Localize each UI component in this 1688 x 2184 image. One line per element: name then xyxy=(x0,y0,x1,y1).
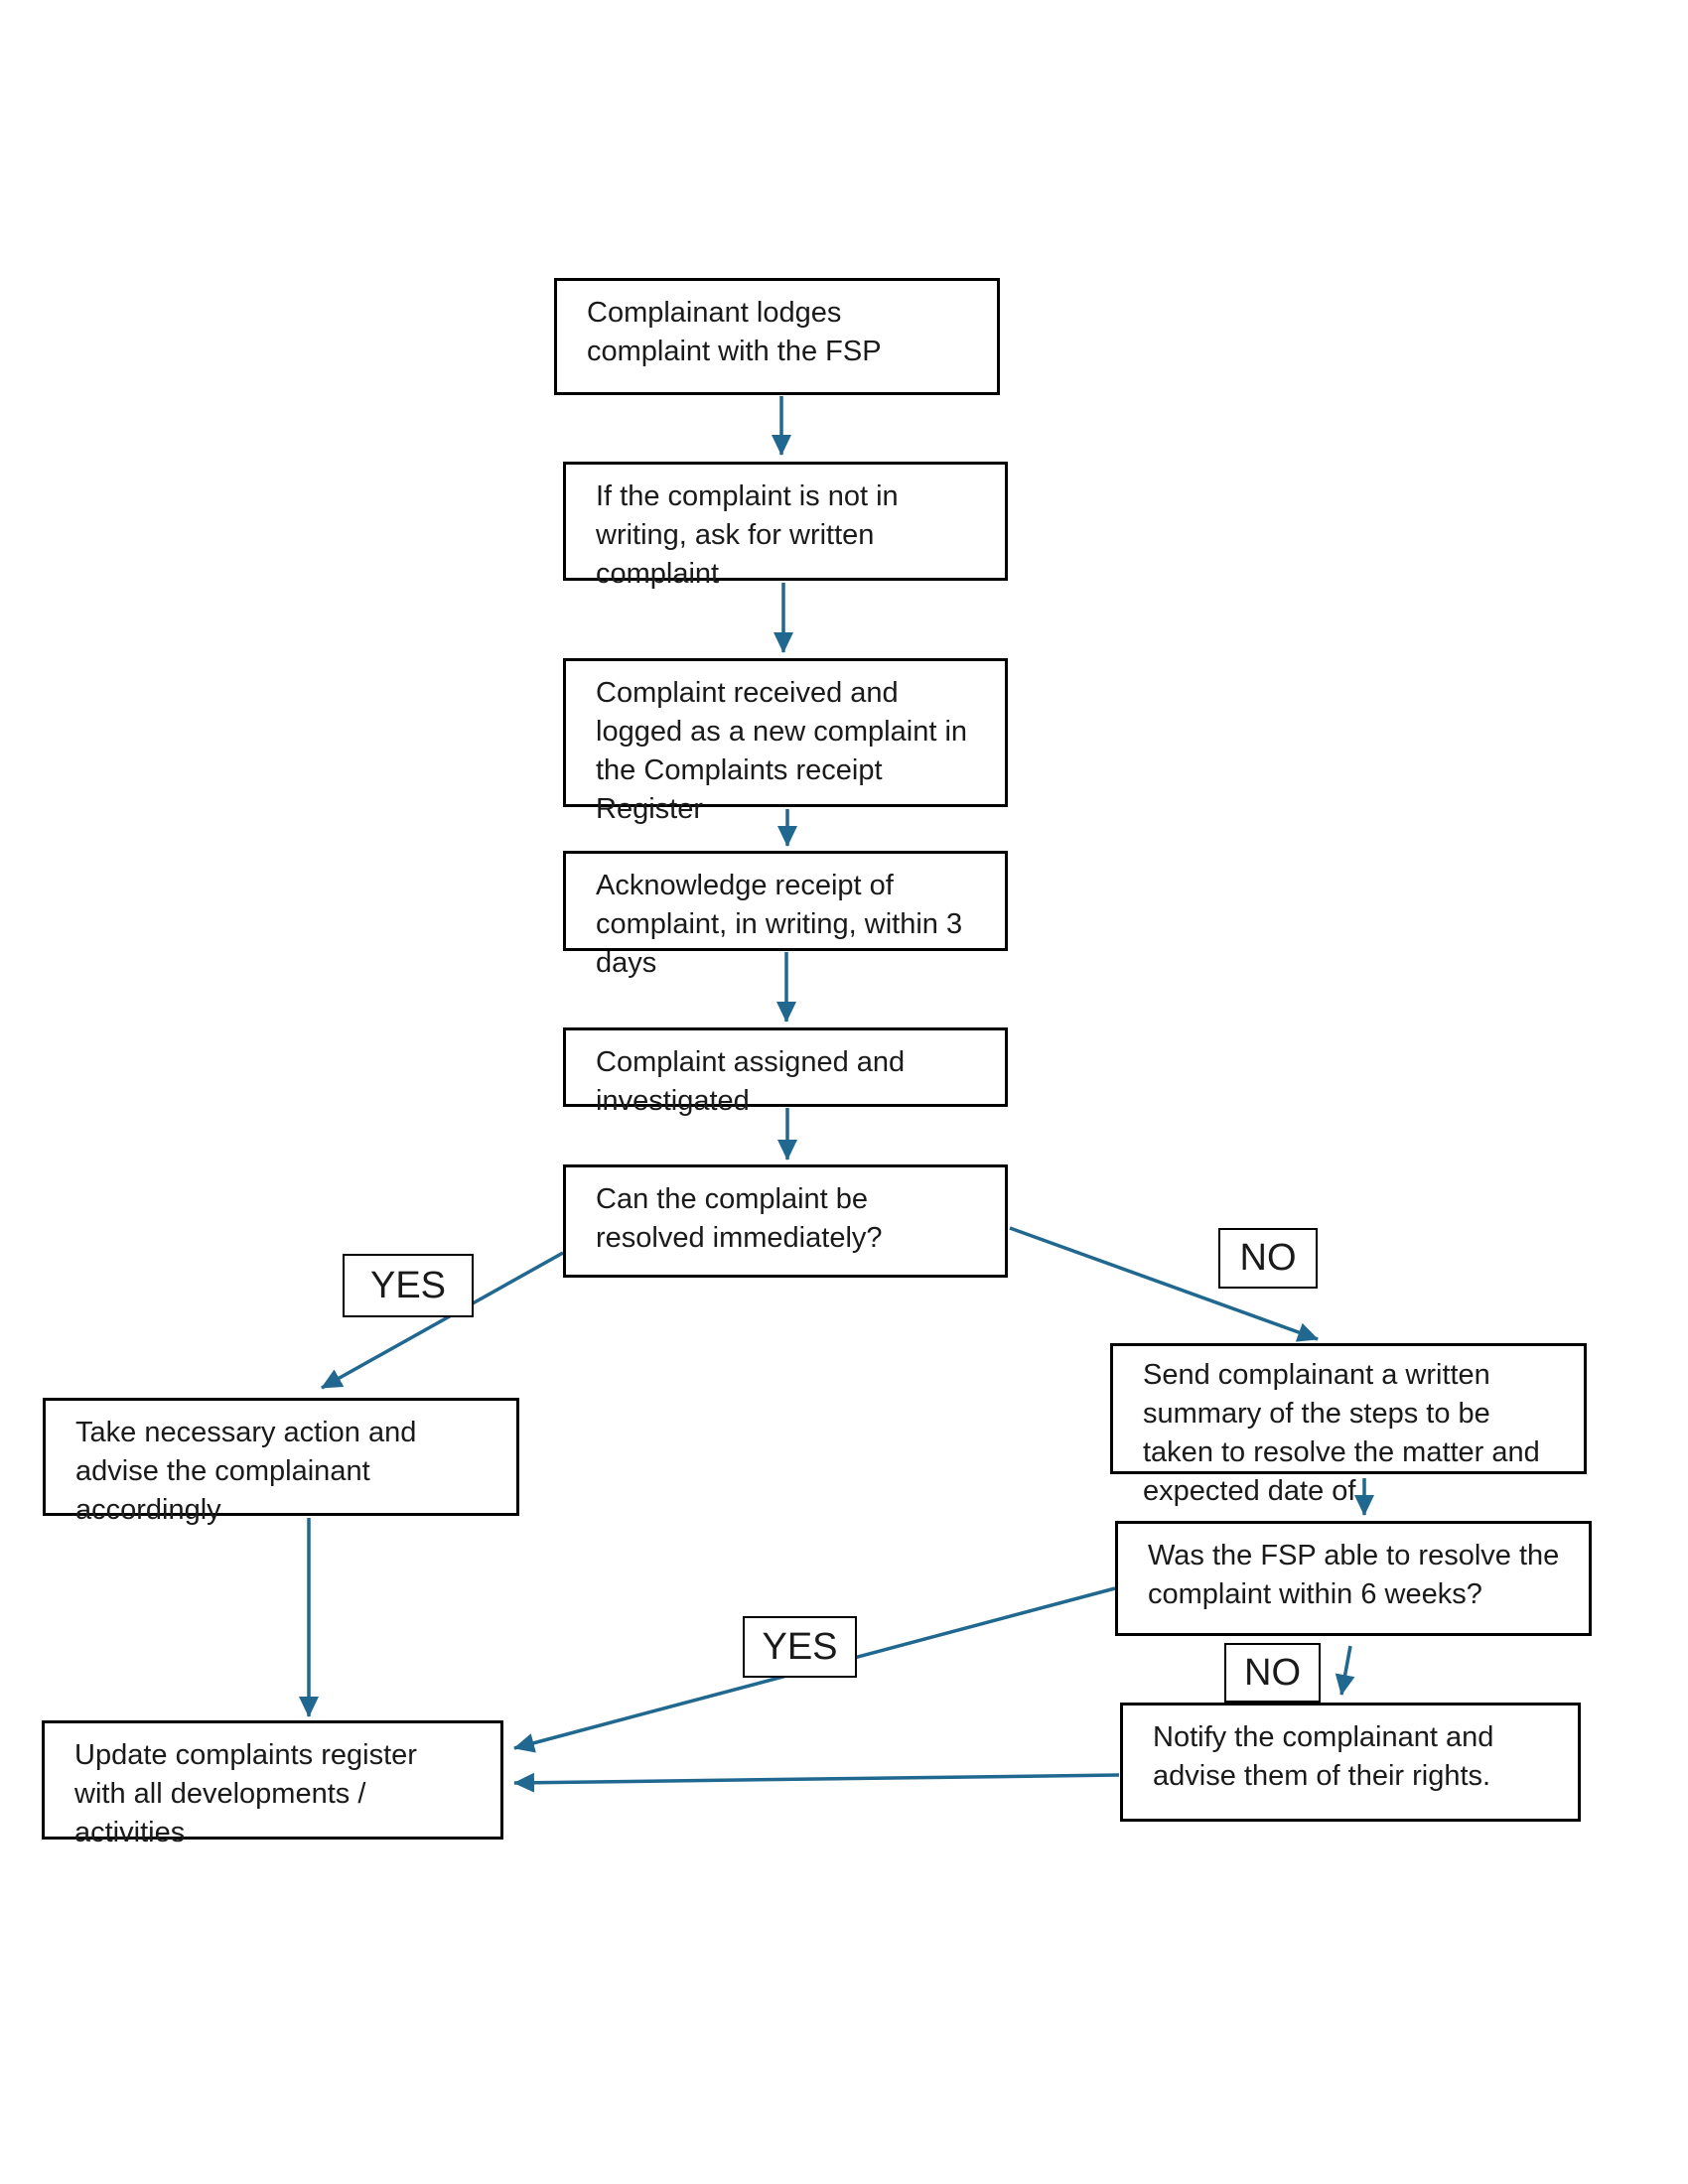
node-update-complaints-register-text: Update complaints register with all deve… xyxy=(74,1739,417,1848)
node-log-complaint-register: Complaint received and logged as a new c… xyxy=(563,658,1008,825)
node-six-weeks-question-text: Was the FSP able to resolve the complain… xyxy=(1148,1540,1560,1610)
node-resolve-immediately-question-text: Can the complaint be resolved immediatel… xyxy=(596,1183,883,1254)
node-acknowledge-receipt: Acknowledge receipt of complaint, in wri… xyxy=(563,851,1008,979)
label-no-six-weeks-text: NO xyxy=(1244,1651,1301,1694)
node-send-written-summary: Send complainant a written summary of th… xyxy=(1110,1343,1587,1507)
node-notify-complainant-rights: Notify the complainant and advise them o… xyxy=(1120,1703,1581,1822)
label-no-resolve-immediately-text: NO xyxy=(1239,1237,1297,1279)
node-resolve-immediately-question: Can the complaint be resolved immediatel… xyxy=(563,1164,1008,1278)
node-assign-investigate-text: Complaint assigned and investigated xyxy=(596,1046,906,1117)
node-ask-written-complaint-text: If the complaint is not in writing, ask … xyxy=(596,480,899,590)
node-ask-written-complaint: If the complaint is not in writing, ask … xyxy=(563,462,1008,590)
label-yes-six-weeks-text: YES xyxy=(762,1625,838,1668)
label-no-resolve-immediately: NO xyxy=(1218,1228,1318,1289)
node-send-written-summary-text: Send complainant a written summary of th… xyxy=(1143,1359,1540,1507)
node-lodge-complaint: Complainant lodges complaint with the FS… xyxy=(554,278,1000,395)
label-no-six-weeks: NO xyxy=(1224,1643,1321,1703)
node-log-complaint-register-text: Complaint received and logged as a new c… xyxy=(596,677,968,825)
connector-six-weeks-no-to-notify xyxy=(1335,1645,1355,1696)
node-acknowledge-receipt-text: Acknowledge receipt of complaint, in wri… xyxy=(596,870,963,979)
node-take-necessary-action-text: Take necessary action and advise the com… xyxy=(75,1417,417,1526)
label-yes-six-weeks: YES xyxy=(743,1616,857,1678)
node-update-complaints-register: Update complaints register with all deve… xyxy=(42,1720,503,1848)
label-yes-resolve-immediately: YES xyxy=(343,1254,474,1317)
connector-no-to-send-summary xyxy=(1009,1226,1319,1342)
node-six-weeks-question: Was the FSP able to resolve the complain… xyxy=(1115,1521,1592,1636)
connector-notify-to-update xyxy=(513,1772,1120,1793)
label-yes-resolve-immediately-text: YES xyxy=(369,1264,447,1306)
node-notify-complainant-rights-text: Notify the complainant and advise them o… xyxy=(1153,1721,1494,1792)
connector-yes-to-take-action xyxy=(321,1251,564,1390)
node-take-necessary-action: Take necessary action and advise the com… xyxy=(43,1398,519,1526)
node-lodge-complaint-text: Complainant lodges complaint with the FS… xyxy=(587,297,882,367)
node-assign-investigate: Complaint assigned and investigated xyxy=(563,1027,1008,1117)
